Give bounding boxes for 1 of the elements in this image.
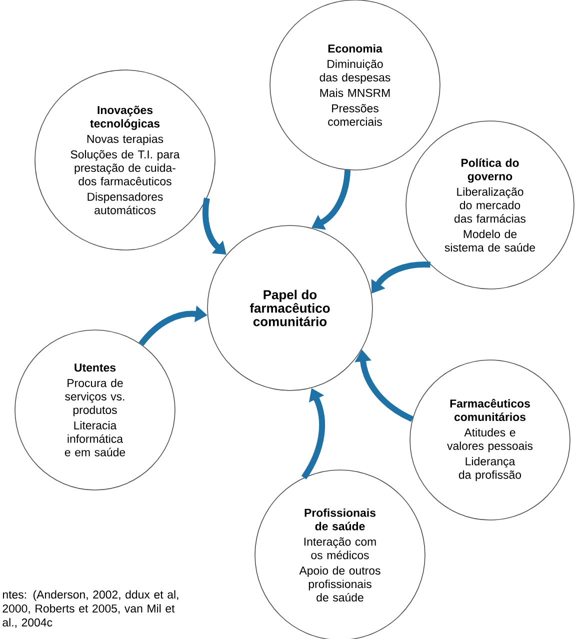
source-note: ntes: (Anderson, 2002, ddux et al, 2000, Roberts et 2005, van Mil et al., 2004c <box>2 590 178 628</box>
